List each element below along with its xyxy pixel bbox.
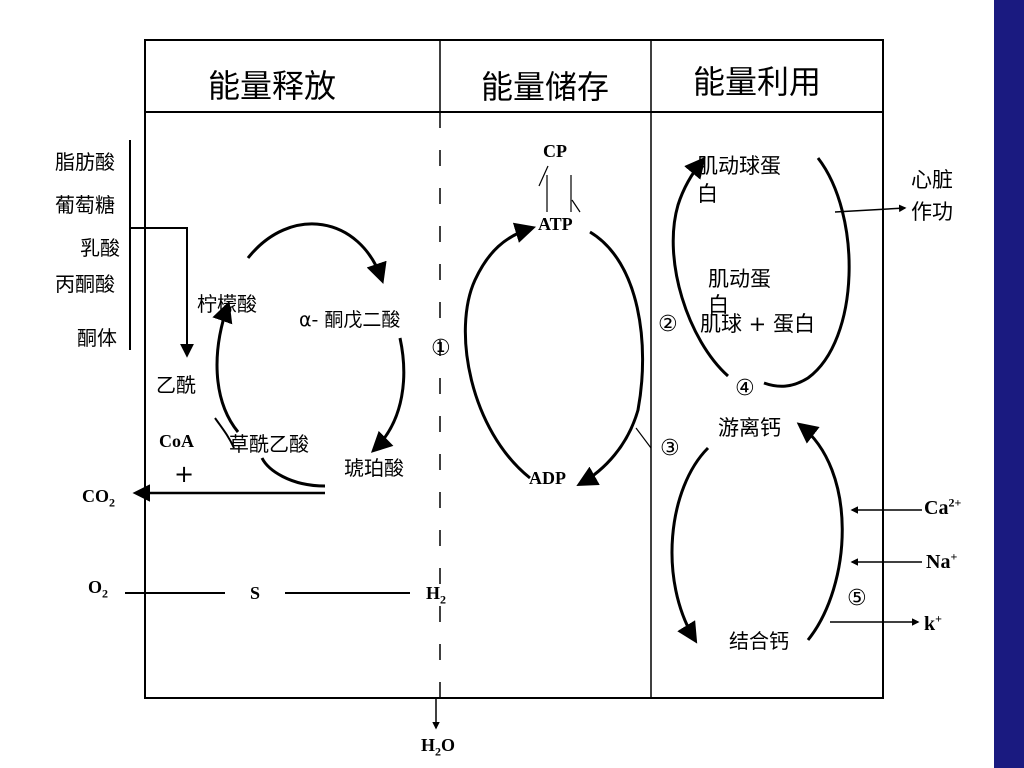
arrow-adp-to-atp xyxy=(463,222,537,480)
substrate-fatty-acid: 脂肪酸 xyxy=(55,150,115,174)
arrow-oxaloacetate-to-citrate xyxy=(212,301,240,433)
arrow-bound-to-free-ca xyxy=(796,422,844,641)
label-co2: CO2 xyxy=(82,486,115,510)
citric-acid-cycle-arrows xyxy=(212,222,406,488)
marker-4: ④ xyxy=(735,376,755,401)
label-plus: + xyxy=(174,460,195,488)
label-heart-work: 心脏作功 xyxy=(911,168,953,224)
header-energy-storage: 能量储存 xyxy=(481,68,610,106)
label-s: S xyxy=(250,583,261,603)
label-h2: H2 xyxy=(426,583,447,607)
actomyosin-cycle-arrows xyxy=(671,156,851,388)
arrow-citrate-to-ketoglutarate xyxy=(246,222,387,284)
header-energy-utilization: 能量利用 xyxy=(693,63,822,101)
substrate-glucose: 葡萄糖 xyxy=(55,193,115,217)
label-atp: ATP xyxy=(538,214,573,234)
label-acetyl: 乙酰 xyxy=(156,373,196,397)
label-na-ion: Na+ xyxy=(926,549,958,573)
label-coa: CoA xyxy=(159,431,194,451)
arrow-succinate-to-oxaloacetate xyxy=(260,457,326,488)
atp-adp-cycle-arrows xyxy=(463,222,645,487)
marker-5: ⑤ xyxy=(847,586,867,611)
marker-1: ① xyxy=(431,336,451,361)
arrow-free-to-bound-ca xyxy=(670,446,710,644)
marker-2: ② xyxy=(658,312,678,337)
calcium-cycle-arrows xyxy=(670,422,844,644)
label-ca-ion: Ca2+ xyxy=(924,495,962,519)
label-ketoglutarate: α- 酮戊二酸 xyxy=(299,309,401,331)
arrow-ketoglutarate-to-succinate xyxy=(370,337,406,453)
heart-work-arrow xyxy=(834,204,907,213)
marker-3-link xyxy=(635,427,652,449)
cp-atp-links xyxy=(538,165,581,213)
label-oxaloacetate: 草酰乙酸 xyxy=(229,432,309,456)
substrate-bracket xyxy=(129,140,194,358)
arrow-actin-to-actomyosin xyxy=(671,156,730,378)
label-bound-calcium: 结合钙 xyxy=(729,629,789,653)
label-o2: O2 xyxy=(88,577,109,601)
label-actomyosin: 肌动球蛋白 xyxy=(697,154,781,207)
label-succinate: 琥珀酸 xyxy=(344,456,404,480)
label-cp: CP xyxy=(543,141,567,161)
marker-3: ③ xyxy=(660,436,680,461)
energy-metabolism-diagram xyxy=(125,39,922,730)
arrow-atp-to-adp xyxy=(576,230,645,487)
substrate-lactate: 乳酸 xyxy=(80,236,120,260)
label-actin: 肌动蛋白 xyxy=(708,267,771,318)
header-energy-release: 能量释放 xyxy=(208,67,337,105)
slide: 能量释放 能量储存 能量利用 脂肪酸 葡萄糖 乳酸 丙酮酸 酮体 柠檬酸 α- … xyxy=(0,0,994,768)
label-myosin: 肌球 + 蛋白 xyxy=(700,312,815,336)
label-free-calcium: 游离钙 xyxy=(718,416,781,440)
label-adp: ADP xyxy=(529,468,566,488)
table-frame xyxy=(144,39,884,699)
substrate-ketone-bodies: 酮体 xyxy=(77,326,117,350)
label-h2o: H2O xyxy=(421,735,456,759)
substrate-pyruvate: 丙酮酸 xyxy=(55,272,115,296)
arrow-actomyosin-to-actin xyxy=(763,157,851,388)
ion-arrows xyxy=(830,506,922,626)
label-citrate: 柠檬酸 xyxy=(197,292,257,316)
label-k-ion: k+ xyxy=(924,611,942,635)
